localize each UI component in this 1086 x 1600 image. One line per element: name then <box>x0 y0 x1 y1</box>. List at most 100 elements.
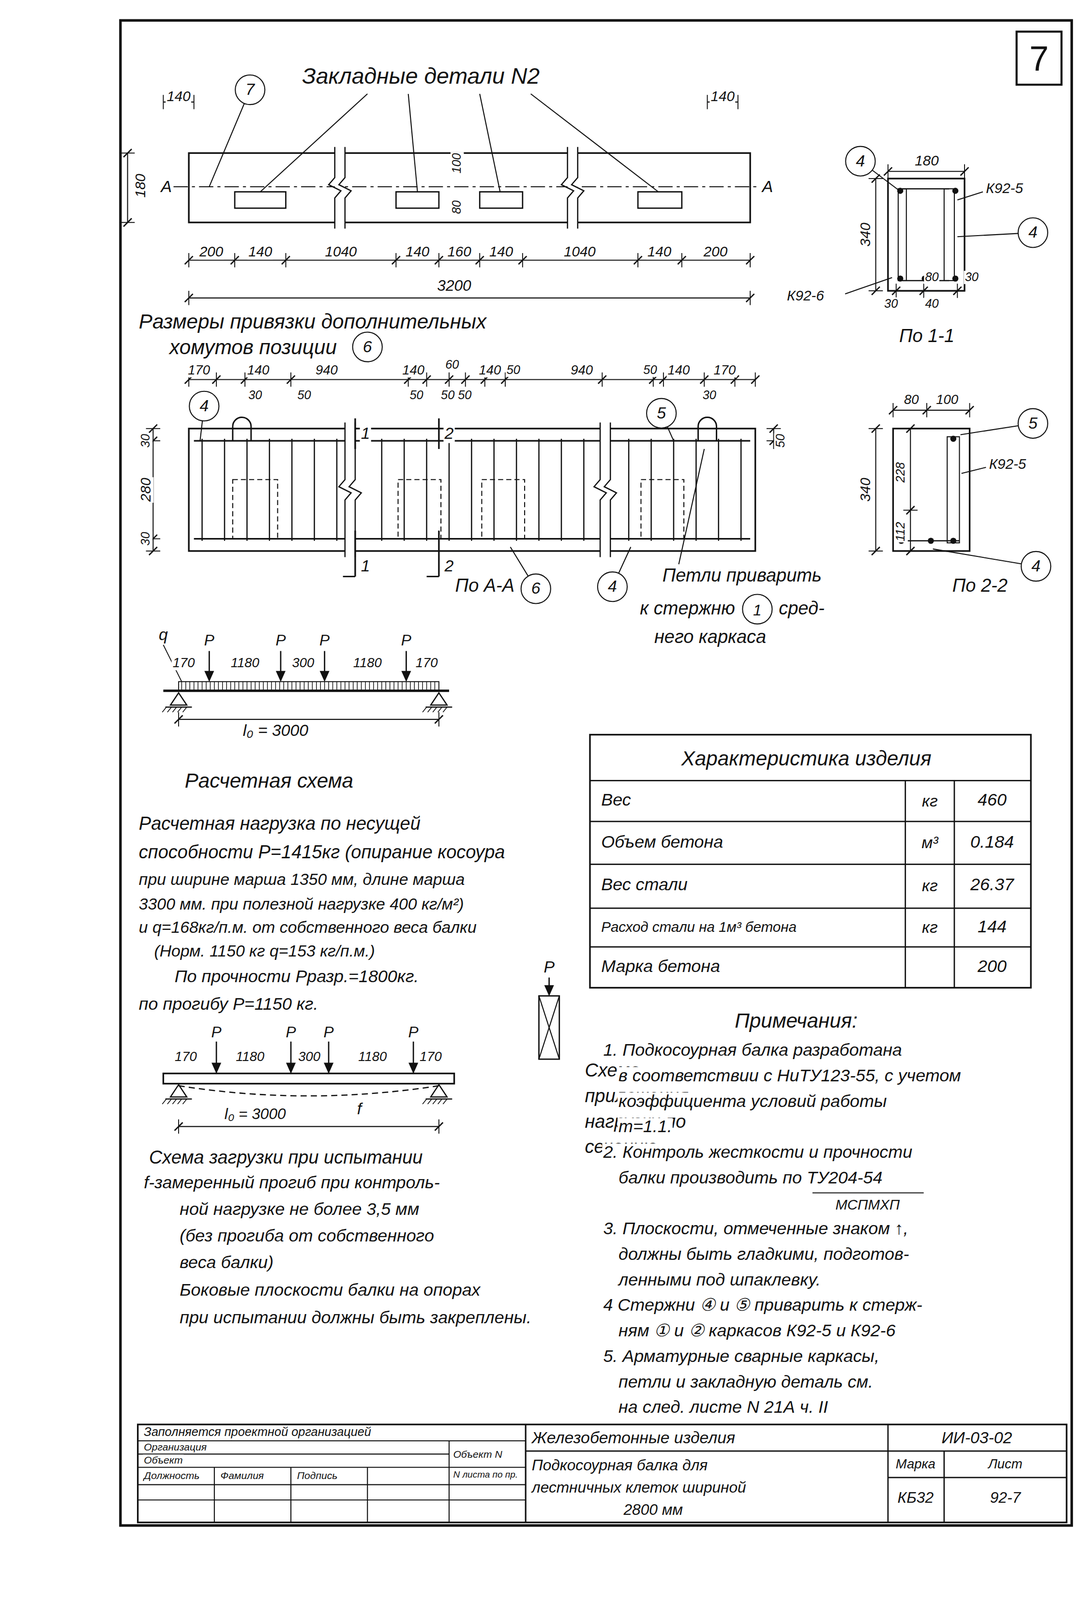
title-rule <box>888 1477 1067 1479</box>
stirrup-line <box>269 438 271 542</box>
drawing-label: 340 <box>857 477 874 503</box>
beam-elevation <box>188 152 751 223</box>
title-block <box>137 1424 1067 1523</box>
drawing-label: ленными под шпаклевку. <box>617 1271 822 1291</box>
ground-hatch <box>167 1099 172 1105</box>
drawing-label: 100 <box>935 392 960 408</box>
drawing-label: 30 <box>139 433 153 449</box>
stirrup-line <box>650 438 652 542</box>
section-outline <box>888 178 965 291</box>
embedded-plate <box>637 191 682 209</box>
drawing-label: 100 <box>450 151 465 175</box>
drawing-label: N листа по пр. <box>452 1470 519 1481</box>
drawing-label: КБ32 <box>896 1490 935 1508</box>
sheet-number-box: 7 <box>1015 30 1063 86</box>
load-hatch <box>393 681 394 692</box>
drawing-label: P <box>203 632 216 650</box>
drawing-label: 1180 <box>229 656 261 671</box>
arrow-head <box>205 671 214 681</box>
ground-hatch <box>162 707 166 713</box>
stirrup-line <box>224 438 226 542</box>
drawing-label: f <box>356 1100 363 1119</box>
drawing-label: 340 <box>857 221 874 248</box>
load-hatch <box>434 681 436 692</box>
stirrup-line <box>403 438 406 542</box>
drawing-label: Объект <box>142 1454 184 1466</box>
section-cut <box>354 418 356 450</box>
drawing-label: Марка бетона <box>600 958 722 978</box>
dimension-line <box>188 297 751 299</box>
load-hatch <box>336 681 337 692</box>
load-hatch <box>193 681 195 692</box>
drawing-label: сред- <box>777 599 826 620</box>
drawing-label: 50 <box>773 433 788 449</box>
drawing-label: Вес стали <box>600 876 689 896</box>
title-rule <box>943 1451 945 1524</box>
drawing-label: Лист <box>987 1457 1024 1472</box>
load-hatch <box>409 681 411 692</box>
drawing-label: Расчетная схема <box>183 769 355 792</box>
load-hatch <box>181 681 182 692</box>
load-hatch <box>356 681 358 692</box>
dimension-line <box>888 170 965 172</box>
load-hatch <box>299 681 301 692</box>
drawing-line <box>343 575 356 578</box>
stirrup-line <box>560 438 563 542</box>
load-hatch <box>377 681 378 692</box>
drawing-line <box>737 94 739 110</box>
drawing-label: Схема загрузки при испытании <box>148 1148 424 1169</box>
drawing-label: по прогибу Р=1150 кг. <box>137 995 320 1015</box>
dimension-line <box>892 409 970 411</box>
ground-hatch <box>182 1099 187 1105</box>
extension-line <box>923 283 925 299</box>
table-rule <box>589 863 1031 866</box>
ground-hatch <box>427 707 432 713</box>
extension-line <box>479 253 481 268</box>
drawing-label: 30 <box>964 271 980 285</box>
extension-line <box>395 253 397 268</box>
break-line <box>571 147 584 229</box>
drawing-label: при испытании должны быть закреплены. <box>178 1309 533 1328</box>
stirrup-line <box>246 438 248 542</box>
extension-line <box>426 372 428 388</box>
ground-hatch <box>177 707 182 713</box>
extension-line <box>522 253 524 268</box>
load-hatch <box>361 681 362 692</box>
break-gap <box>345 426 356 554</box>
load-hatch <box>316 681 317 692</box>
cross-mark <box>539 995 560 1060</box>
drawing-label: кг <box>920 919 939 937</box>
extension-line <box>681 253 683 268</box>
drawing-label: веса балки) <box>178 1253 275 1273</box>
drawing-label: 200 <box>198 244 225 260</box>
drawing-label: 180 <box>913 153 940 169</box>
load-hatch <box>369 681 370 692</box>
drawing-label: 30 <box>247 389 263 403</box>
drawing-label: P <box>318 632 331 650</box>
support-ground <box>165 1098 193 1101</box>
section-outline <box>892 428 970 552</box>
arrow-head <box>324 1063 333 1073</box>
drawing-label: К92-5 <box>984 181 1025 197</box>
load-hatch <box>303 681 305 692</box>
drawing-label: 300 <box>297 1050 322 1065</box>
title-rule <box>290 1467 292 1524</box>
load-hatch <box>226 681 227 692</box>
drawing-label: По прочности Рразр.=1800кг. <box>173 968 421 988</box>
table-rule <box>589 780 1031 782</box>
drawing-label: 50 50 <box>439 389 473 403</box>
callout-text: 5 <box>1028 415 1038 432</box>
ground-hatch <box>172 1099 177 1105</box>
drawing-label: 140 <box>165 89 192 105</box>
fraction-line <box>812 1192 924 1194</box>
load-hatch <box>230 681 231 692</box>
load-hatch <box>279 681 280 692</box>
drawing-label: P <box>210 1024 223 1042</box>
ground-hatch <box>182 707 187 713</box>
drawing-label: 1180 <box>357 1050 388 1065</box>
drawing-label: 140 <box>488 244 514 260</box>
extension-line <box>465 372 467 388</box>
load-hatch <box>364 681 366 692</box>
embedded-plate <box>395 191 439 209</box>
drawing-label: Фамилия <box>219 1470 265 1482</box>
